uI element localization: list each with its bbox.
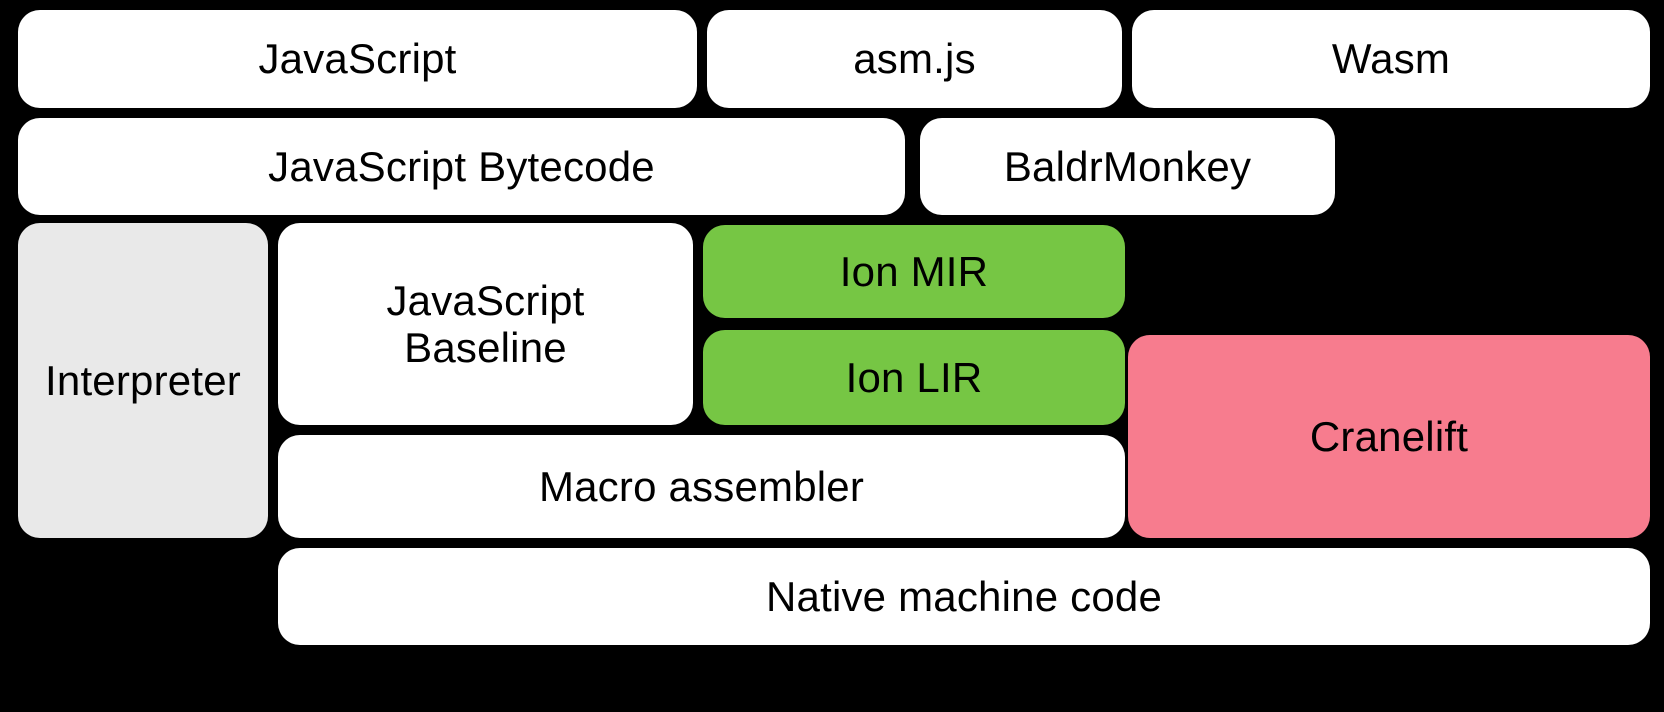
node-javascript[interactable]: JavaScript — [18, 10, 697, 108]
node-cranelift[interactable]: Cranelift — [1128, 335, 1650, 538]
node-native-machine-code[interactable]: Native machine code — [278, 548, 1650, 645]
node-macro-assembler[interactable]: Macro assembler — [278, 435, 1125, 538]
node-asm-js[interactable]: asm.js — [707, 10, 1122, 108]
node-javascript-baseline[interactable]: JavaScript Baseline — [278, 223, 693, 425]
node-wasm[interactable]: Wasm — [1132, 10, 1650, 108]
node-javascript-bytecode[interactable]: JavaScript Bytecode — [18, 118, 905, 215]
node-interpreter[interactable]: Interpreter — [18, 223, 268, 538]
node-ion-mir[interactable]: Ion MIR — [703, 225, 1125, 318]
node-baldrmonkey[interactable]: BaldrMonkey — [920, 118, 1335, 215]
node-ion-lir[interactable]: Ion LIR — [703, 330, 1125, 425]
